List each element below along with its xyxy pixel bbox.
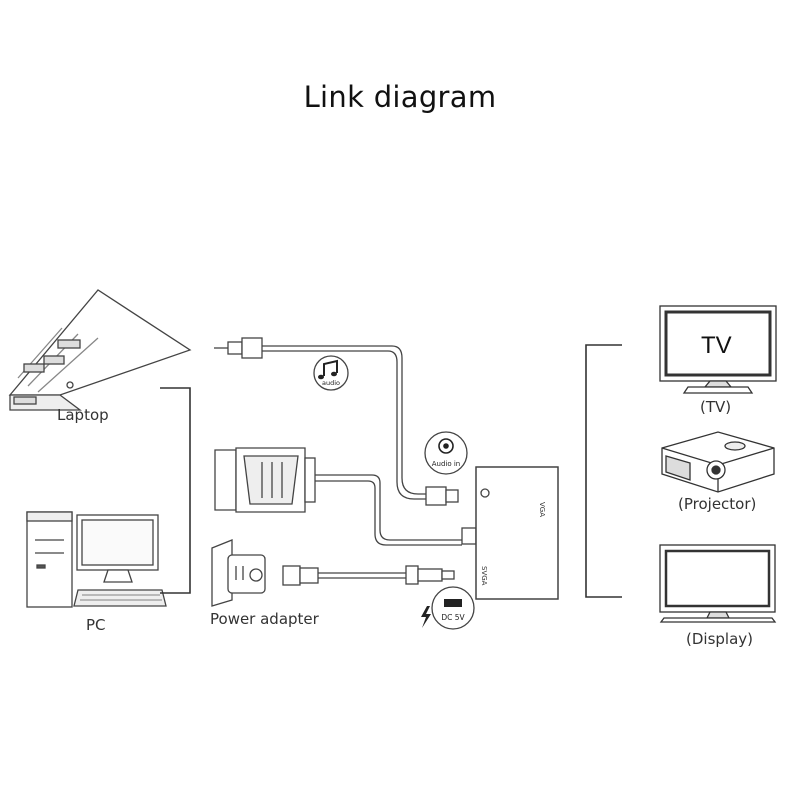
lightning-icon	[421, 606, 431, 628]
laptop-icon	[8, 289, 192, 411]
pc-icon	[26, 511, 167, 608]
dc-port-icon: DC 5V	[431, 586, 475, 630]
power-adapter-label: Power adapter	[210, 610, 319, 628]
audio-badge-label: audio	[322, 379, 340, 387]
tv-icon	[659, 305, 777, 394]
port-vga-label: VGA	[538, 502, 546, 517]
left-bracket	[160, 387, 191, 594]
audio-in-icon: Audio in	[424, 431, 468, 475]
audio-in-label: Audio in	[432, 460, 461, 468]
display-icon	[659, 544, 777, 623]
usb-plug-icon	[282, 565, 455, 586]
tv-label: (TV)	[700, 398, 732, 416]
wall-outlet-icon	[211, 539, 266, 607]
projector-icon	[661, 431, 775, 493]
display-label: (Display)	[686, 630, 753, 648]
port-svga-label: SVGA	[480, 566, 488, 586]
pc-label: PC	[86, 616, 106, 634]
right-bracket	[585, 344, 622, 598]
converter-box: VGA SVGA	[475, 466, 559, 600]
tv-screen-text: TV	[701, 332, 732, 359]
dc-5v-label: DC 5V	[441, 613, 465, 622]
audio-cable	[214, 337, 459, 506]
page-title: Link diagram	[303, 80, 497, 114]
audio-icon: audio	[313, 355, 349, 391]
projector-label: (Projector)	[678, 495, 757, 513]
vga-cable	[315, 474, 477, 546]
laptop-label: Laptop	[57, 406, 109, 424]
vga-plug-icon	[214, 447, 316, 513]
